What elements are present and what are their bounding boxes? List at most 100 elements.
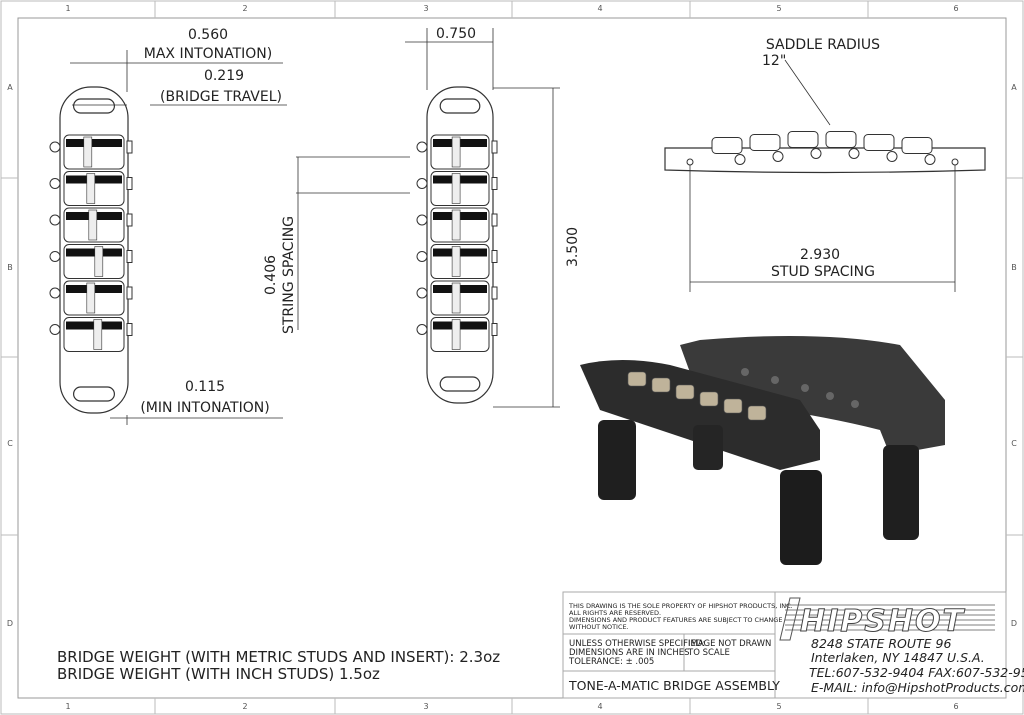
min-intonation-label: (MIN INTONATION): [140, 400, 269, 416]
string-slot: [66, 139, 122, 147]
weight-metric-note: BRIDGE WEIGHT (WITH METRIC STUDS AND INS…: [57, 648, 500, 666]
mounting-slot: [439, 376, 481, 392]
saddle-profile: [787, 131, 819, 148]
saddle-profile: [901, 137, 933, 154]
intonation-screw-end: [491, 250, 498, 263]
grid-column-label: 5: [776, 702, 781, 711]
grid-column-label: 4: [597, 702, 602, 711]
intonation-screw-head: [49, 178, 61, 189]
grid-column-label: 6: [953, 4, 958, 13]
saddle-radius-label: SADDLE RADIUS: [766, 37, 880, 53]
bridge-travel-label: (BRIDGE TRAVEL): [160, 89, 282, 105]
saddle-profile: [825, 131, 857, 148]
side-view-dimensions: SADDLE RADIUS 12" 2.930 STUD SPACING: [689, 37, 956, 292]
saddle-nut: [810, 148, 822, 159]
saddle-screw: [451, 282, 461, 314]
saddle-screw: [451, 319, 461, 350]
string-spacing-value: 0.406: [263, 255, 279, 295]
spec-line: UNLESS OTHERWISE SPECIFIED:: [569, 639, 705, 649]
intonation-screw-head: [49, 251, 61, 262]
stud-spacing-value: 2.930: [800, 247, 840, 263]
grid-column-label: 6: [953, 702, 958, 711]
property-line: WITHOUT NOTICE.: [569, 623, 629, 631]
intonation-screw-head: [416, 251, 428, 262]
string-spacing-label: STRING SPACING: [281, 216, 297, 334]
bridge-3d-render: [580, 336, 945, 565]
grid-column-label: 1: [65, 702, 70, 711]
saddle-profile: [711, 137, 743, 154]
drawing-title: TONE-A-MATIC BRIDGE ASSEMBLY: [568, 678, 780, 693]
intonation-screw-head: [416, 141, 428, 153]
logo-text: HIPSHOT: [800, 604, 965, 639]
bridge-top-view: [49, 86, 133, 414]
address: 8248 STATE ROUTE 96: [811, 636, 951, 651]
intonation-screw-end: [126, 213, 133, 227]
grid-row-label: A: [1011, 83, 1017, 92]
saddle-screw: [86, 173, 96, 204]
stud-spacing-label: STUD SPACING: [771, 264, 875, 280]
weight-inch-note: BRIDGE WEIGHT (WITH INCH STUDS) 1.5oz: [57, 665, 380, 683]
intonation-screw-end: [491, 323, 498, 336]
mounting-slot: [72, 386, 115, 402]
mounting-slot: [439, 98, 481, 114]
saddle-screw: [88, 209, 98, 241]
bridge-travel-value: 0.219: [204, 68, 244, 84]
grid-row-label: A: [7, 83, 13, 92]
title-block: THIS DRAWING IS THE SOLE PROPERTY OF HIP…: [562, 591, 1024, 699]
min-intonation-value: 0.115: [185, 379, 225, 395]
intonation-screw-end: [491, 213, 498, 227]
string-slot: [66, 248, 122, 257]
grid-row-label: C: [7, 439, 13, 448]
saddle-screw: [86, 282, 96, 314]
intonation-screw-head: [49, 141, 61, 153]
grid-column-label: 3: [423, 4, 428, 13]
intonation-screw-end: [126, 140, 133, 154]
bridge-front-view: [416, 86, 498, 404]
intonation-screw-head: [416, 214, 428, 226]
saddle-nut: [924, 154, 936, 165]
scale-line: TO SCALE: [687, 648, 730, 658]
saddle-screw: [451, 209, 461, 241]
mounting-slot: [72, 98, 115, 114]
grid-row-label: C: [1011, 439, 1017, 448]
intonation-screw-head: [416, 324, 428, 335]
max-intonation-value: 0.560: [188, 27, 228, 43]
intonation-screw-end: [491, 140, 498, 154]
intonation-screw-end: [126, 323, 133, 336]
grid-column-label: 3: [423, 702, 428, 711]
grid-row-label: D: [7, 619, 13, 628]
saddle-radius-value: 12": [762, 53, 786, 69]
saddle-profile: [863, 134, 895, 151]
city: Interlaken, NY 14847 U.S.A.: [811, 650, 985, 665]
saddle-nut: [734, 154, 746, 165]
spec-line: DIMENSIONS ARE IN INCHES: [569, 648, 689, 658]
intonation-screw-end: [491, 177, 498, 190]
length-value: 3.500: [565, 227, 581, 267]
saddle-nut: [772, 151, 784, 162]
bridge-side-view: [664, 131, 986, 174]
hipshot-logo: HIPSHOT: [779, 597, 995, 641]
grid-column-label: 2: [242, 4, 247, 13]
saddle-nut: [886, 151, 898, 162]
saddle-screw: [451, 173, 461, 204]
saddle-screw: [94, 246, 104, 277]
intonation-screw-end: [126, 177, 133, 190]
grid-column-label: 4: [597, 4, 602, 13]
property-line: DIMENSIONS AND PRODUCT FEATURES ARE SUBJ…: [569, 616, 782, 624]
saddle-screw: [451, 246, 461, 277]
side-body: [664, 147, 986, 174]
saddle-screw: [93, 319, 103, 350]
email: E-MAIL: info@HipshotProducts.com: [811, 680, 1024, 695]
scale-line: IMAGE NOT DRAWN: [688, 639, 771, 649]
max-intonation-label: MAX INTONATION): [144, 46, 272, 62]
grid-column-label: 2: [242, 702, 247, 711]
grid-row-label: B: [1011, 263, 1017, 272]
saddle-nut: [848, 148, 860, 159]
saddle-screw: [83, 136, 93, 168]
top-view-dimensions: 0.560 MAX INTONATION) 0.219 (BRIDGE TRAV…: [70, 27, 410, 425]
intonation-screw-head: [49, 287, 61, 299]
spec-line: TOLERANCE: ± .005: [568, 657, 654, 667]
intonation-screw-head: [49, 324, 61, 335]
